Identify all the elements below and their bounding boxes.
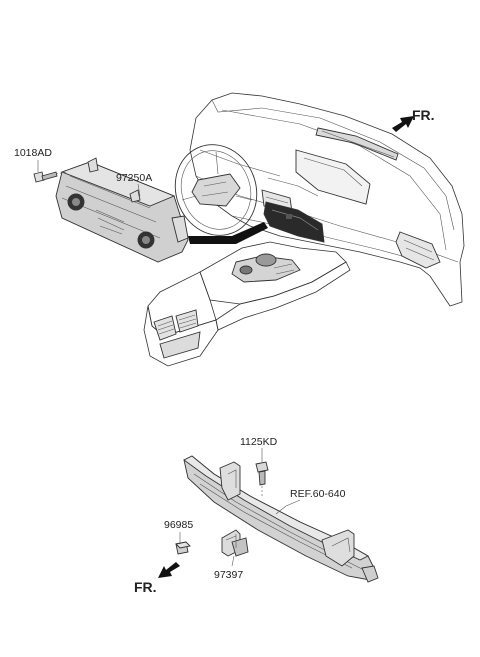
- installed-panel-illustration: [263, 201, 325, 243]
- dashboard-illustration: [189, 92, 465, 307]
- bracket-97397-illustration: [221, 529, 249, 557]
- screw-1018ad-illustration: [33, 171, 67, 183]
- front-label-bottom: FR.: [134, 579, 157, 595]
- sensor-96985-illustration: [175, 541, 191, 555]
- center-console-illustration: [143, 241, 351, 367]
- part-label-97250a: 97250A: [116, 172, 152, 184]
- part-label-1125kd: 1125KD: [240, 436, 278, 448]
- location-arrow: [188, 222, 268, 244]
- front-direction-indicator-bottom: FR.: [134, 562, 180, 595]
- part-label-97397: 97397: [214, 569, 243, 581]
- front-arrow-icon: [158, 562, 180, 578]
- leader-97397: [231, 555, 235, 567]
- front-arrow-icon: [392, 116, 414, 132]
- support-bracket-illustration: [183, 455, 379, 583]
- leader-ref: [275, 499, 301, 515]
- front-direction-indicator-top: FR.: [392, 107, 435, 132]
- front-label-top: FR.: [412, 107, 435, 123]
- climate-control-panel-illustration: [55, 157, 189, 263]
- reference-label: REF.60-640: [290, 488, 346, 500]
- steering-wheel-illustration: [174, 144, 258, 236]
- part-label-96985: 96985: [164, 519, 193, 531]
- bolt-1125kd-illustration: [255, 461, 269, 498]
- leader-97250a: [137, 183, 141, 197]
- part-label-1018ad: 1018AD: [14, 147, 52, 159]
